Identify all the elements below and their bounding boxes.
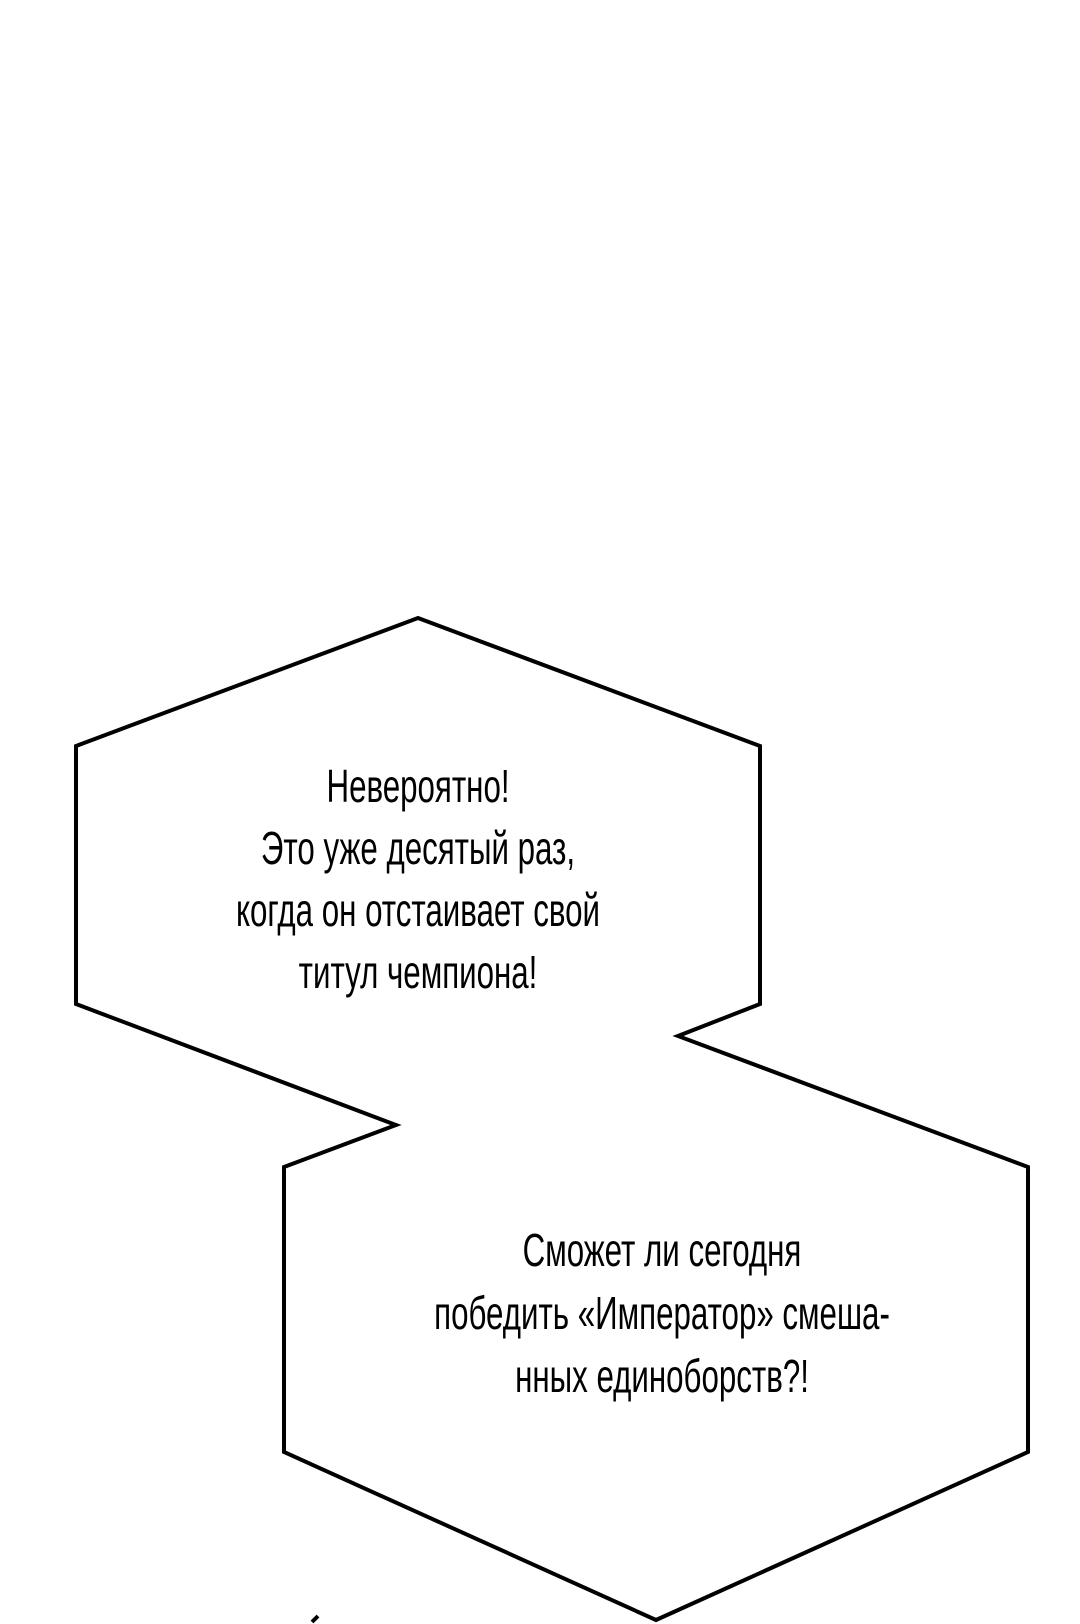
bubble-1-line: титул чемпиона! — [299, 947, 538, 998]
bubble-1-line: Невероятно! — [326, 761, 509, 812]
bubble-1-line: когда он отстаивает свой — [236, 885, 600, 936]
bubble-2-line: победить «Император» смеша- — [434, 1288, 890, 1339]
bubble-2-line: Сможет ли сегодня — [523, 1225, 802, 1276]
speech-bubble-outline — [74, 615, 1030, 1623]
bubble-tail-fragment — [310, 1614, 320, 1624]
speech-bubble-2-text: Сможет ли сегодня победить «Император» с… — [434, 1225, 890, 1402]
speech-bubble-1-text: Невероятно! Это уже десятый раз, когда о… — [236, 761, 600, 998]
bubble-1-line: Это уже десятый раз, — [261, 823, 575, 874]
bubble-2-line: нных единоборств?! — [515, 1351, 809, 1402]
